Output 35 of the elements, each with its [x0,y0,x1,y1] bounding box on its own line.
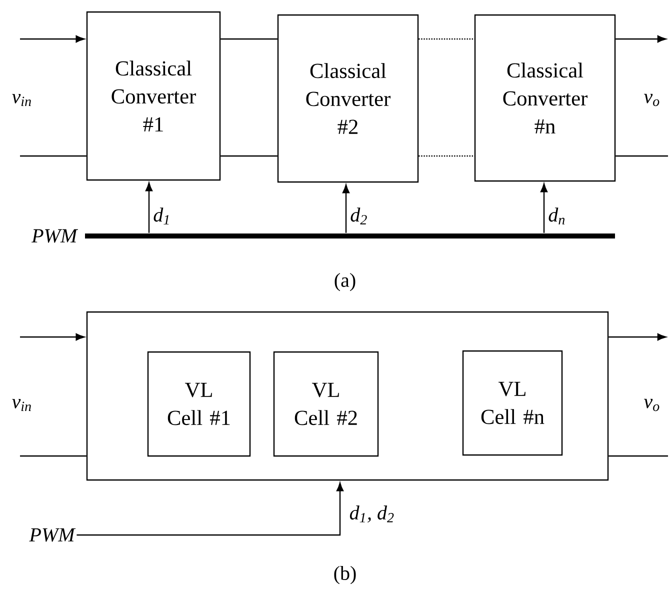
converter-box: Classical Converter #2 [277,14,419,183]
arrow [76,482,344,536]
converter-box: Classical Converter #n [474,14,616,182]
arrow [20,35,85,43]
edge-label: d$_{2}$ [350,208,367,224]
voltage-label: v$_{in}$ [12,94,31,106]
arrow [342,184,350,233]
arrow [540,183,548,233]
connector-line [20,155,86,157]
connector-line [220,38,278,40]
edge-label: d$_{1}$, d$_{2}$ [350,506,394,522]
connector-line [418,38,474,40]
arrow [20,333,85,341]
panel-caption: (b) [334,566,356,584]
bus-label: PWM [32,229,78,243]
cell-box: VL Cell #2 [273,351,379,457]
connector-line [20,455,86,457]
cell-box: VL Cell #1 [147,351,251,457]
connector-line [608,455,668,457]
connector-line [220,155,278,157]
voltage-label: v$_{o}$ [644,398,660,412]
arrow [608,333,666,341]
converter-box: Classical Converter #1 [86,11,221,181]
connector-line [418,155,474,157]
voltage-label: v$_{in}$ [12,398,31,412]
voltage-label: v$_{o}$ [644,94,660,106]
signal-label: PWM [29,528,76,542]
system-box [86,311,609,481]
connector-line [616,155,668,157]
edge-label: d$_{1}$ [154,208,169,224]
panel-caption: (a) [334,272,356,292]
arrow [145,182,153,233]
edge-label: d$_{n}$ [548,208,565,224]
cell-box: VL Cell #n [462,350,563,456]
arrow [616,35,666,43]
